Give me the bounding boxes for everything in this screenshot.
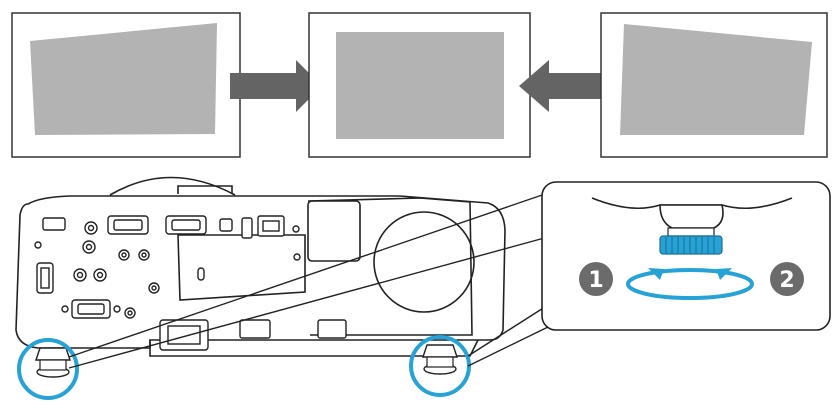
foot-highlight-left: [17, 338, 79, 400]
arrow-left: [519, 60, 615, 112]
step-2-label: 2: [779, 268, 794, 293]
step-1-badge: 1: [579, 262, 613, 296]
projector-ports: [34, 215, 347, 351]
adjustable-foot-icon: [659, 204, 724, 255]
adjustable-foot-left: [35, 347, 71, 378]
callout-lines: [68, 192, 549, 369]
step-2-badge: 2: [770, 262, 804, 296]
screen-panel-tilted-right: [600, 12, 828, 158]
projector-lens-area: [373, 211, 475, 313]
screen-panel-tilted-left: [11, 12, 241, 158]
rotation-arrow-icon: [626, 268, 754, 300]
projected-image-tilted-left: [30, 23, 217, 135]
arrow-right: [230, 60, 322, 112]
adjustable-foot-right: [422, 344, 458, 375]
zoom-detail-box: 1 2: [541, 181, 831, 331]
projected-image-tilted-right: [620, 24, 812, 135]
step-1-label: 1: [588, 268, 603, 293]
screen-panel-level: [308, 12, 531, 158]
projected-image-level: [336, 32, 504, 139]
